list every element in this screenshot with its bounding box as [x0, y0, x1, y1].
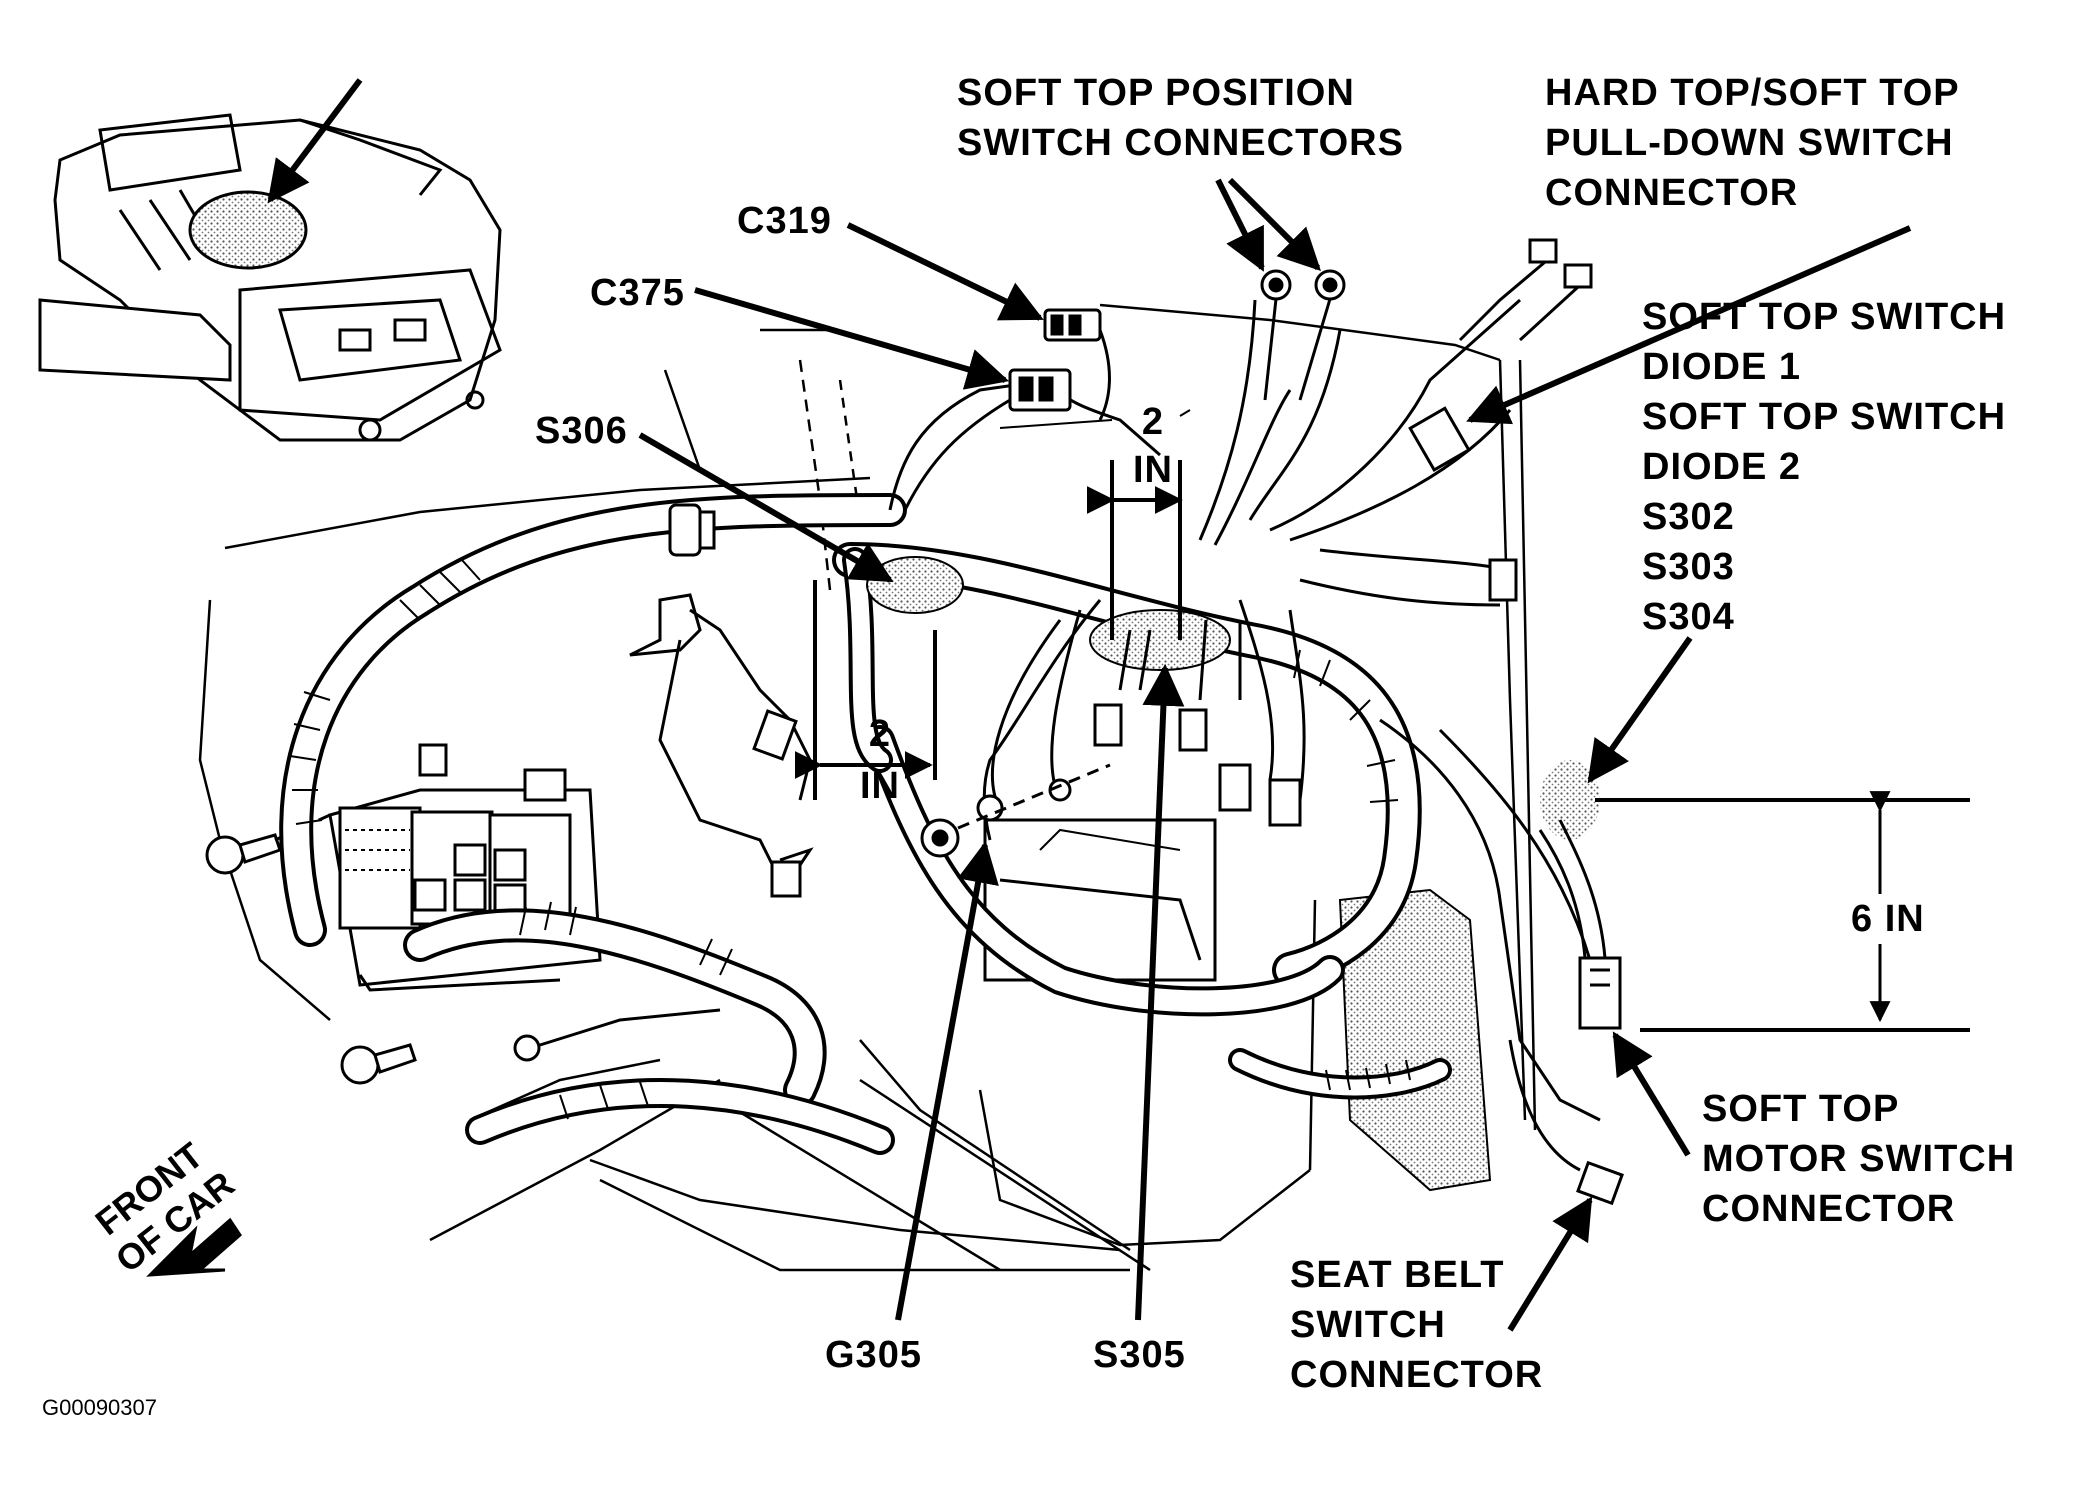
label-line: SOFT TOP POSITION — [957, 72, 1355, 114]
seat-belt-connector — [1508, 1039, 1624, 1206]
label-line: S302 — [1642, 496, 1735, 538]
bracket — [629, 593, 814, 898]
label-c319: C319 — [737, 200, 832, 242]
label-dim-2in-upper: 2 IN — [1133, 398, 1173, 494]
ground-eyelets — [920, 763, 1111, 858]
connector-c375 — [1008, 368, 1072, 412]
label-line: SWITCH CONNECTORS — [957, 122, 1404, 164]
figure-code: G00090307 — [42, 1395, 157, 1420]
label-line: S303 — [1642, 546, 1735, 588]
dim-2in-upper — [999, 409, 1191, 640]
label-s306: S306 — [535, 410, 628, 452]
arrow-s306 — [638, 432, 894, 583]
arrow-s305 — [1135, 663, 1185, 1321]
label-pull-down-switch: HARD TOP/SOFT TOP PULL-DOWN SWITCH CONNE… — [1545, 68, 1960, 218]
splice-area-s306 — [866, 556, 964, 614]
label-line: IN — [1133, 449, 1173, 491]
label-dim-2in-lower: 2 IN — [860, 708, 900, 812]
relay-block — [328, 743, 602, 992]
harness-clip — [668, 503, 716, 557]
inset-car-view — [38, 78, 502, 442]
floor-panel — [1338, 888, 1492, 1192]
arrow-seat-belt — [1507, 1196, 1593, 1332]
label-line: PULL-DOWN SWITCH — [1545, 122, 1954, 164]
label-line: SEAT BELT — [1290, 1254, 1505, 1296]
dim-2in-lower — [794, 580, 937, 800]
pull-down-connector — [1408, 238, 1593, 472]
label-seat-belt: SEAT BELT SWITCH CONNECTOR — [1290, 1250, 1543, 1400]
arrow-g305 — [895, 840, 999, 1321]
label-dim-6in: 6 IN — [1845, 894, 1931, 944]
arrow-pull-down — [1466, 225, 1912, 425]
label-line: 2 — [868, 713, 892, 755]
label-line: DIODE 1 — [1642, 346, 1802, 388]
arrow-c319 — [846, 222, 1044, 321]
soft-top-position-connectors — [1260, 269, 1346, 401]
label-soft-top-position: SOFT TOP POSITION SWITCH CONNECTORS — [957, 68, 1404, 168]
label-g305: G305 — [825, 1334, 922, 1376]
label-line: SOFT TOP SWITCH — [1642, 296, 2007, 338]
motor-switch-connector — [1538, 819, 1622, 1030]
label-line: CONNECTOR — [1545, 172, 1799, 214]
arrow-diode-group — [1587, 636, 1693, 784]
label-s305: S305 — [1093, 1334, 1186, 1376]
label-line: SOFT TOP — [1702, 1088, 1900, 1130]
ring-terminal — [513, 1008, 721, 1062]
callout-arrows — [638, 177, 1912, 1332]
label-line: CONNECTOR — [1702, 1188, 1956, 1230]
splice-area-s304 — [1540, 760, 1600, 840]
bolt-lower — [340, 1043, 417, 1085]
label-line: SOFT TOP SWITCH — [1642, 396, 2007, 438]
diode-connectors — [1093, 619, 1302, 827]
arrow-position-b — [1227, 177, 1321, 271]
front-of-car-arrow — [146, 1217, 242, 1277]
arrow-c375 — [694, 287, 1010, 390]
harness — [279, 493, 1452, 1155]
label-line: 2 — [1141, 401, 1165, 443]
label-line: S304 — [1642, 596, 1735, 638]
label-line: IN — [860, 765, 900, 807]
label-line: HARD TOP/SOFT TOP — [1545, 72, 1960, 114]
label-c375: C375 — [590, 272, 685, 314]
label-motor-switch: SOFT TOP MOTOR SWITCH CONNECTOR — [1702, 1084, 2015, 1234]
label-line: SWITCH — [1290, 1304, 1446, 1346]
label-line: DIODE 2 — [1642, 446, 1802, 488]
label-line: CONNECTOR — [1290, 1354, 1544, 1396]
small-connector-right — [1488, 558, 1518, 602]
connector-c319 — [1043, 308, 1102, 342]
label-diode-group: SOFT TOP SWITCH DIODE 1 SOFT TOP SWITCH … — [1642, 292, 2006, 642]
arrow-motor-switch — [1612, 1031, 1691, 1157]
arrow-position-a — [1215, 178, 1265, 272]
label-line: MOTOR SWITCH — [1702, 1138, 2016, 1180]
